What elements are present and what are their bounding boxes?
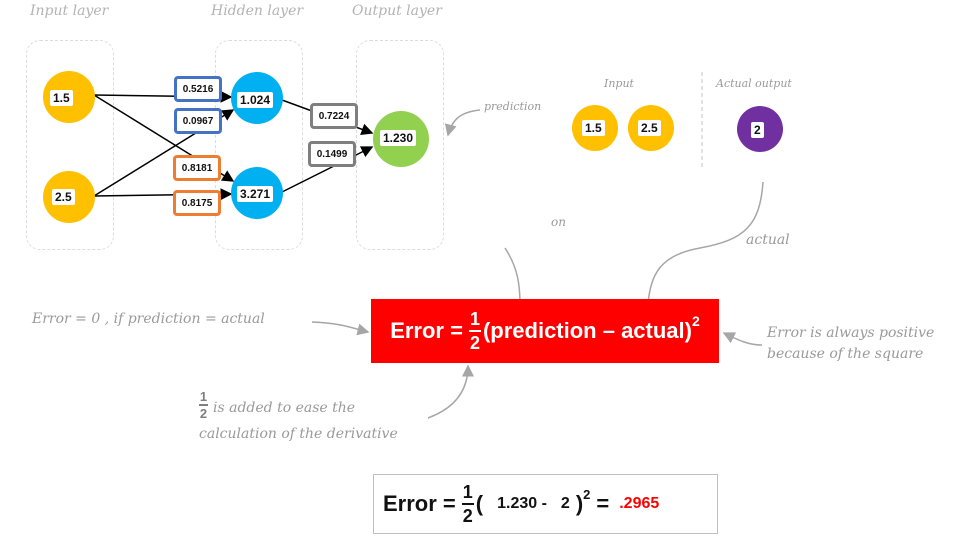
calc-actual: 2: [560, 495, 570, 512]
formula-den: 2: [469, 333, 480, 353]
hidden-layer-box: [215, 40, 303, 250]
hidden-node-1-label: 1.024: [237, 92, 274, 108]
input-layer-box: [26, 40, 114, 250]
always-positive-arrow: [722, 332, 763, 346]
calc-num: 1: [462, 482, 473, 502]
actual-output-label: 2: [751, 122, 764, 138]
half-annotation-fraction: 1 2: [199, 390, 208, 420]
on-label: on: [551, 215, 566, 229]
formula-num: 1: [469, 309, 480, 329]
calc-den: 2: [462, 506, 473, 526]
error-calculation-box: Error = 1 2 ( 1.230 - 2 ) 2 = .2965: [373, 474, 718, 534]
half-annotation-line1: is added to ease the: [213, 400, 356, 416]
hidden-layer-title: Hidden layer: [211, 3, 304, 19]
half-annotation-num: 1: [199, 389, 208, 404]
calc-open-paren: (: [475, 491, 484, 516]
calc-half: 1 2: [461, 482, 474, 526]
weight-box-3: 0.8181: [173, 155, 221, 181]
formula-body: (prediction – actual): [482, 318, 692, 343]
prediction-to-formula-curve: [504, 247, 521, 306]
weight-box-1: 0.5216: [174, 76, 222, 102]
calc-result: .2965: [619, 495, 660, 512]
calc-lhs: Error =: [383, 491, 456, 516]
prediction-label: prediction: [484, 100, 542, 113]
weight-box-2: 0.0967: [174, 108, 222, 134]
output-layer-title: Output layer: [352, 3, 442, 19]
weight-box-5: 0.7224: [310, 103, 358, 129]
weight-box-4: 0.8175: [173, 190, 221, 216]
formula-exp: 2: [692, 313, 700, 329]
error-formula-box: Error = 1 2 (prediction – actual) 2: [371, 299, 719, 363]
sample-input-node-1-label: 1.5: [582, 120, 605, 136]
calc-exp: 2: [583, 487, 591, 502]
actual-label: actual: [746, 232, 790, 248]
input-node-2-label: 2.5: [52, 189, 75, 205]
hidden-node-2-label: 3.271: [237, 186, 274, 202]
half-arrow: [427, 364, 474, 419]
always-positive-note: Error is always positive because of the …: [767, 323, 934, 365]
output-node-label: 1.230: [380, 130, 417, 146]
sample-input-node-2-label: 2.5: [638, 120, 661, 136]
error-zero-note: Error = 0 , if prediction = actual: [32, 311, 265, 327]
calc-close-paren: ): [575, 491, 584, 516]
error-zero-arrow: [311, 321, 370, 336]
input-node-1-label: 1.5: [50, 90, 73, 106]
edge-h2-out: [281, 146, 374, 193]
sample-actual-title: Actual output: [716, 77, 792, 90]
always-positive-line2: because of the square: [767, 346, 924, 362]
output-layer-box: [356, 40, 444, 250]
always-positive-line1: Error is always positive: [767, 325, 935, 341]
input-layer-title: Input layer: [30, 3, 109, 19]
weight-box-6: 0.1499: [308, 141, 356, 167]
formula-lhs: Error =: [390, 318, 463, 343]
prediction-arrow: [444, 109, 481, 137]
calc-prediction: 1.230 -: [497, 495, 547, 512]
formula-half: 1 2: [468, 309, 481, 353]
sample-input-title: Input: [604, 77, 634, 90]
calc-equals: =: [596, 491, 610, 516]
actual-to-formula-curve: [647, 181, 764, 306]
half-annotation-den: 2: [199, 405, 208, 421]
half-annotation-line2: calculation of the derivative: [199, 426, 398, 442]
